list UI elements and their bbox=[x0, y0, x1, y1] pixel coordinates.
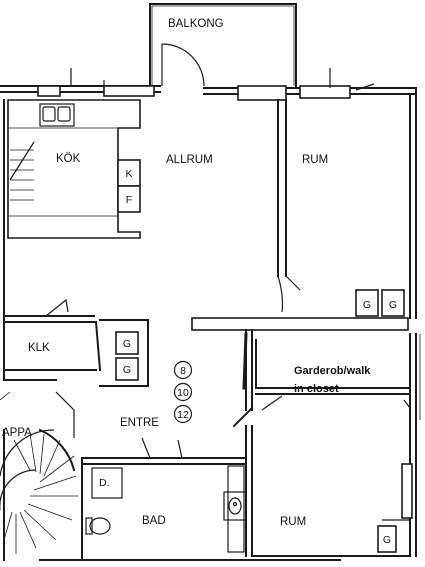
fixture-kyl: K bbox=[125, 168, 132, 180]
label-balkong: BALKONG bbox=[168, 18, 224, 30]
kitchen-counters bbox=[7, 99, 141, 239]
label-kok: KÖK bbox=[56, 153, 81, 165]
spiral-staircase bbox=[0, 428, 78, 561]
unit-number-8: 8 bbox=[180, 365, 186, 377]
fixture-g-4: G bbox=[123, 364, 131, 376]
unit-numbers: 8 10 12 bbox=[173, 360, 193, 424]
label-bad: BAD bbox=[142, 515, 166, 527]
label-klk: KLK bbox=[28, 342, 50, 354]
label-trappa: APPA bbox=[2, 427, 32, 439]
unit-number-12: 12 bbox=[177, 409, 189, 421]
label-entre: ENTRE bbox=[120, 417, 159, 429]
fixture-g-2: G bbox=[389, 299, 397, 311]
fixture-frys: F bbox=[126, 194, 132, 206]
balcony bbox=[149, 3, 297, 89]
label-rum-bottom: RUM bbox=[280, 516, 306, 528]
unit-number-10: 10 bbox=[177, 387, 189, 399]
label-garderob-2: in closet bbox=[294, 383, 339, 395]
interior-walls bbox=[3, 99, 413, 561]
fixture-g-1: G bbox=[363, 299, 371, 311]
wall-marks bbox=[0, 332, 248, 401]
fixture-dusch: D. bbox=[99, 477, 110, 489]
bathroom-fixtures bbox=[85, 465, 247, 553]
fixture-g-5: G bbox=[383, 534, 391, 546]
balcony-door bbox=[161, 43, 205, 87]
fixture-g-3: G bbox=[123, 338, 131, 350]
label-allrum: ALLRUM bbox=[166, 154, 213, 166]
outer-walls bbox=[0, 68, 421, 561]
label-rum-top: RUM bbox=[302, 154, 328, 166]
wardrobe-blocks bbox=[115, 289, 405, 553]
label-garderob-1: Garderob/walk bbox=[294, 365, 371, 377]
